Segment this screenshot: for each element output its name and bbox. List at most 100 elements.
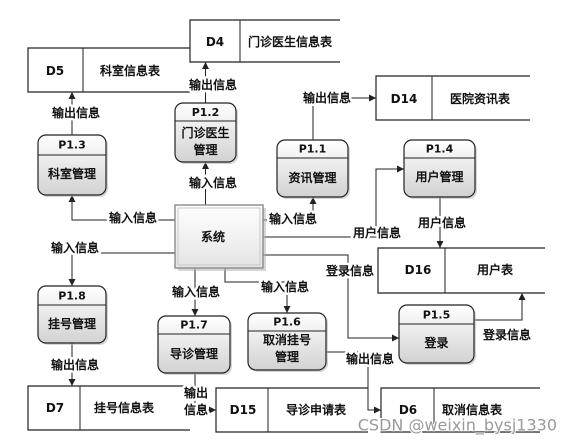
store-outline <box>27 47 190 93</box>
store-d6: D6 取消信息表 <box>380 387 540 433</box>
store-name: 取消信息表 <box>442 402 503 417</box>
flow-p18-to-d7: 输出信息 <box>48 343 102 386</box>
store-id: D4 <box>206 35 224 49</box>
process-name-line-2: 管理 <box>275 349 299 364</box>
process-p1-4: P1.4 用户管理 <box>403 139 477 199</box>
flow-label: 输出信息 <box>189 77 237 92</box>
store-id: D7 <box>46 401 64 415</box>
flow-label: 输出信息 <box>303 90 351 105</box>
flow-arrow <box>194 373 216 414</box>
process-box <box>174 102 237 163</box>
store-name: 科室信息表 <box>100 63 161 78</box>
system-inner-border <box>177 207 261 266</box>
store-outline <box>27 385 190 431</box>
flow-label: 输入信息 <box>172 284 220 299</box>
process-name: 资讯管理 <box>288 170 336 185</box>
process-id: P1.2 <box>192 106 220 119</box>
flow-arrow <box>68 252 175 286</box>
flow-label: 输出信息 <box>51 357 99 372</box>
store-d5: D5 科室信息表 <box>27 47 190 93</box>
process-box <box>37 285 107 344</box>
flow-p11-to-d14: 输出信息 <box>300 88 376 140</box>
store-d14: D14 医院资讯表 <box>375 75 530 121</box>
store-name: 挂号信息表 <box>94 400 155 415</box>
process-name: 挂号管理 <box>48 316 96 331</box>
store-name: 用户表 <box>476 262 514 277</box>
process-id: P1.6 <box>273 316 301 329</box>
store-id: D16 <box>405 263 432 277</box>
flow-p13-to-d5: 输出信息 <box>49 92 103 135</box>
process-id: P1.7 <box>180 319 208 332</box>
store-outline <box>377 247 545 294</box>
process-name: 用户管理 <box>414 169 463 184</box>
flow-label: 输出信息 <box>52 105 100 120</box>
flow-arrow <box>312 94 376 140</box>
flow-arrow <box>224 268 291 313</box>
flow-p16-to-d6: 输出信息 <box>326 349 397 414</box>
system-entity: 系统 <box>174 204 266 271</box>
store-id: D6 <box>399 403 417 417</box>
process-box <box>37 134 107 196</box>
process-id: P1.4 <box>426 143 454 156</box>
flow-label: 输出信息 <box>346 351 394 366</box>
flow-label: 登录信息 <box>325 263 374 278</box>
flow-system-to-p16: 输入信息 <box>224 268 312 313</box>
process-p1-5: P1.5 登录 <box>398 304 476 365</box>
process-id: P1.1 <box>299 143 327 156</box>
process-p1-2: P1.2 门诊医生 管理 <box>174 102 238 164</box>
process-name: 导诊管理 <box>170 346 218 361</box>
system-box <box>174 204 264 269</box>
flow-system-to-p13: 输入信息 <box>68 195 175 228</box>
flow-label: 输入信息 <box>269 211 317 226</box>
process-id: P1.8 <box>58 290 86 303</box>
process-p1-1: P1.1 资讯管理 <box>276 139 350 199</box>
flow-label: 输入信息 <box>109 210 157 225</box>
flow-system-to-p15: 登录信息 <box>263 254 399 342</box>
process-box <box>276 139 349 198</box>
process-p1-8: P1.8 挂号管理 <box>37 285 108 345</box>
store-name: 医院资讯表 <box>450 91 511 106</box>
flow-label: 用户信息 <box>417 215 466 230</box>
flow-label-line-2: 信息 <box>184 402 208 417</box>
store-outline <box>189 19 340 63</box>
flow-arrow <box>474 293 526 321</box>
process-box <box>247 312 327 371</box>
store-d15: D15 导诊申请表 <box>215 387 368 433</box>
flow-arrow <box>326 351 381 414</box>
flow-label: 用户信息 <box>352 225 401 240</box>
store-id: D15 <box>230 403 257 417</box>
process-name-line-2: 管理 <box>193 142 217 157</box>
flow-p12-to-d4: 输出信息 <box>186 62 240 103</box>
flow-label: 输入信息 <box>261 279 309 294</box>
process-name-line-1: 取消挂号 <box>263 332 311 347</box>
process-p1-6: P1.6 取消挂号 管理 <box>247 312 328 372</box>
store-name: 门诊医生信息表 <box>248 34 333 49</box>
process-name: 登录 <box>423 335 448 350</box>
flow-label: 输入信息 <box>189 175 237 190</box>
store-d7: D7 挂号信息表 <box>27 385 190 431</box>
flow-p14-to-d16: 用户信息 <box>414 197 469 248</box>
flow-arrow <box>68 195 175 221</box>
flow-label: 输入信息 <box>51 240 99 255</box>
flow-label-line-1: 输出 <box>184 385 208 400</box>
process-box <box>398 304 475 364</box>
flow-system-to-p12: 输入信息 <box>186 162 240 205</box>
watermark-text: CSDN @weixin_bysj1330 <box>358 416 557 436</box>
process-p1-7: P1.7 导诊管理 <box>157 315 232 375</box>
flow-label: 登录信息 <box>482 327 531 342</box>
flow-arrow <box>263 254 399 342</box>
store-id: D14 <box>391 92 418 106</box>
flow-system-to-p14: 用户信息 <box>263 165 404 243</box>
flow-system-to-p11: 输入信息 <box>263 197 320 229</box>
flow-system-to-p18: 输入信息 <box>48 238 175 286</box>
process-name-line-1: 门诊医生 <box>181 125 229 140</box>
process-box <box>157 315 231 374</box>
flow-p17-to-d15: 输出 信息 <box>181 373 216 420</box>
flow-p15-to-d16: 登录信息 <box>474 293 534 345</box>
store-d16: D16 用户表 <box>377 247 545 294</box>
store-name: 导诊申请表 <box>286 402 347 417</box>
flow-arrow <box>263 165 404 238</box>
flow-arrow <box>263 197 317 221</box>
process-p1-3: P1.3 科室管理 <box>37 134 108 197</box>
